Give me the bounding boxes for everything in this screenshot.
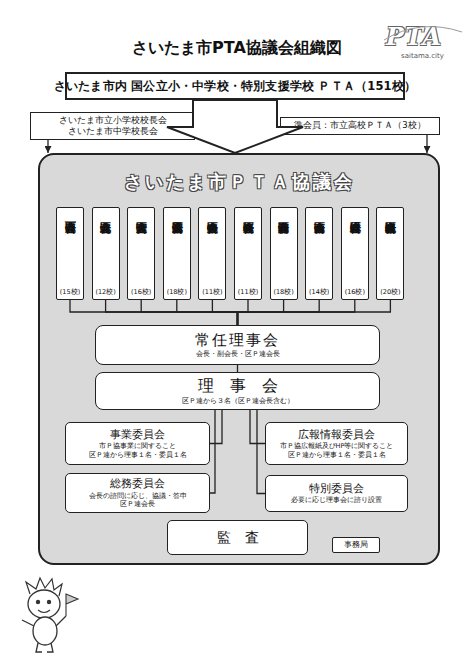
school-count: (11校) bbox=[202, 288, 222, 296]
committee-box: 事業委員会市Ｐ協事業に関すること 区Ｐ連から理事１名・委員１名 bbox=[65, 422, 210, 465]
ward-federation-box: 中央区連合会(11校) bbox=[198, 207, 226, 300]
mascot-illustration bbox=[22, 578, 78, 652]
school-count: (16校) bbox=[345, 288, 365, 296]
committee-box: 広報情報委員会市Ｐ協広報紙及びHP等に関すること 区Ｐ連から理事１名・委員１名 bbox=[265, 422, 408, 465]
school-count: (12校) bbox=[95, 288, 115, 296]
school-count: (15校) bbox=[60, 288, 80, 296]
ward-federation-box: 南区連合会(14校) bbox=[305, 207, 333, 300]
ward-federation-box: 西区連合会(15校) bbox=[56, 207, 84, 300]
mascot-legs bbox=[36, 643, 53, 652]
mascot-mouth bbox=[38, 610, 50, 613]
box-text: さいたま市内 国公立小・中学校・特別支援学校 ＰＴＡ（151校） bbox=[54, 79, 416, 94]
box-note: 会長・副会長・区Ｐ連会長 bbox=[196, 350, 280, 359]
ward-federation-box: 大宮区連合会(16校) bbox=[127, 207, 155, 300]
logo-subtext: saitama.city bbox=[401, 52, 444, 60]
box-note: 必要に応じ理事会に諮り設置 bbox=[291, 496, 382, 504]
mascot-hair bbox=[26, 578, 62, 596]
council-frame: さいたま市ＰＴＡ協議会西区連合会(15校) 北区連合会(12校)大宮区連合会(16… bbox=[38, 153, 440, 565]
board-box: 理 事 会区Ｐ連から３名（区Ｐ連会長含む） bbox=[95, 372, 380, 410]
school-count: (16校) bbox=[131, 288, 151, 296]
mascot-arm bbox=[56, 616, 66, 626]
box-text: 事務局 bbox=[344, 540, 368, 550]
ward-federation-box: 緑区連合会(16校) bbox=[341, 207, 369, 300]
box-note: 市Ｐ協広報紙及びHP等に関すること 区Ｐ連から理事１名・委員１名 bbox=[269, 442, 404, 459]
connector-line bbox=[47, 140, 48, 153]
mascot-flag bbox=[66, 594, 78, 616]
council-heading: さいたま市ＰＴＡ協議会 bbox=[124, 170, 355, 193]
ward-federation-box: 桜区連合会(11校) bbox=[234, 207, 262, 300]
connector-line bbox=[426, 135, 427, 153]
committee-box: 特別委員会必要に応じ理事会に諮り設置 bbox=[265, 475, 408, 512]
school-count: (18校) bbox=[273, 288, 293, 296]
box-heading: 常任理事会 bbox=[195, 331, 280, 351]
audit-box: 監 査 bbox=[167, 520, 308, 555]
box-text: 準会員：市立高校ＰＴＡ（3校） bbox=[294, 120, 425, 131]
mascot-head bbox=[28, 590, 60, 618]
logo-text: PTA bbox=[386, 22, 442, 51]
box-note: 区Ｐ連から３名（区Ｐ連会長含む） bbox=[182, 397, 294, 406]
ward-federation-box: 浦和区連合会(18校) bbox=[270, 207, 298, 300]
school-count: (18校) bbox=[167, 288, 187, 296]
standing-board-box: 常任理事会会長・副会長・区Ｐ連会長 bbox=[95, 325, 380, 365]
box-heading: 事業委員会 bbox=[110, 428, 165, 442]
mascot-arm bbox=[22, 620, 34, 626]
box-note: 市Ｐ協事業に関すること 区Ｐ連から理事１名・委員１名 bbox=[69, 442, 206, 459]
ward-federation-box: 岩槻区連合会(20校) bbox=[376, 207, 404, 300]
school-count: (11校) bbox=[238, 288, 258, 296]
mascot-eye bbox=[47, 600, 51, 604]
mascot-body bbox=[33, 617, 57, 645]
associate-member-box: 準会員：市立高校ＰＴＡ（3校） bbox=[280, 117, 440, 135]
box-text: さいたま市立小学校校長会 さいたま市中学校長会 bbox=[35, 115, 190, 137]
box-note: 会長の諮問に応じ、協議・答申 区Ｐ連会長 bbox=[86, 492, 189, 509]
school-count: (14校) bbox=[309, 288, 329, 296]
committee-box: 総務委員会会長の諮問に応じ、協議・答申 区Ｐ連会長 bbox=[65, 473, 210, 513]
secretariat-box: 事務局 bbox=[332, 537, 380, 553]
ward-federation-box: 見沼区連合会(18校) bbox=[163, 207, 191, 300]
school-count: (20校) bbox=[380, 288, 400, 296]
member-schools-box: さいたま市内 国公立小・中学校・特別支援学校 ＰＴＡ（151校） bbox=[65, 72, 405, 100]
mascot-eye bbox=[36, 600, 40, 604]
box-heading: 特別委員会 bbox=[309, 482, 364, 496]
box-heading: 総務委員会 bbox=[110, 477, 165, 491]
box-heading: 広報情報委員会 bbox=[298, 428, 375, 442]
box-heading: 監 査 bbox=[217, 528, 259, 546]
box-heading: 理 事 会 bbox=[198, 376, 278, 397]
ward-federation-box: 北区連合会(12校) bbox=[92, 207, 120, 300]
principals-box: さいたま市立小学校校長会 さいたま市中学校長会 bbox=[30, 112, 195, 140]
